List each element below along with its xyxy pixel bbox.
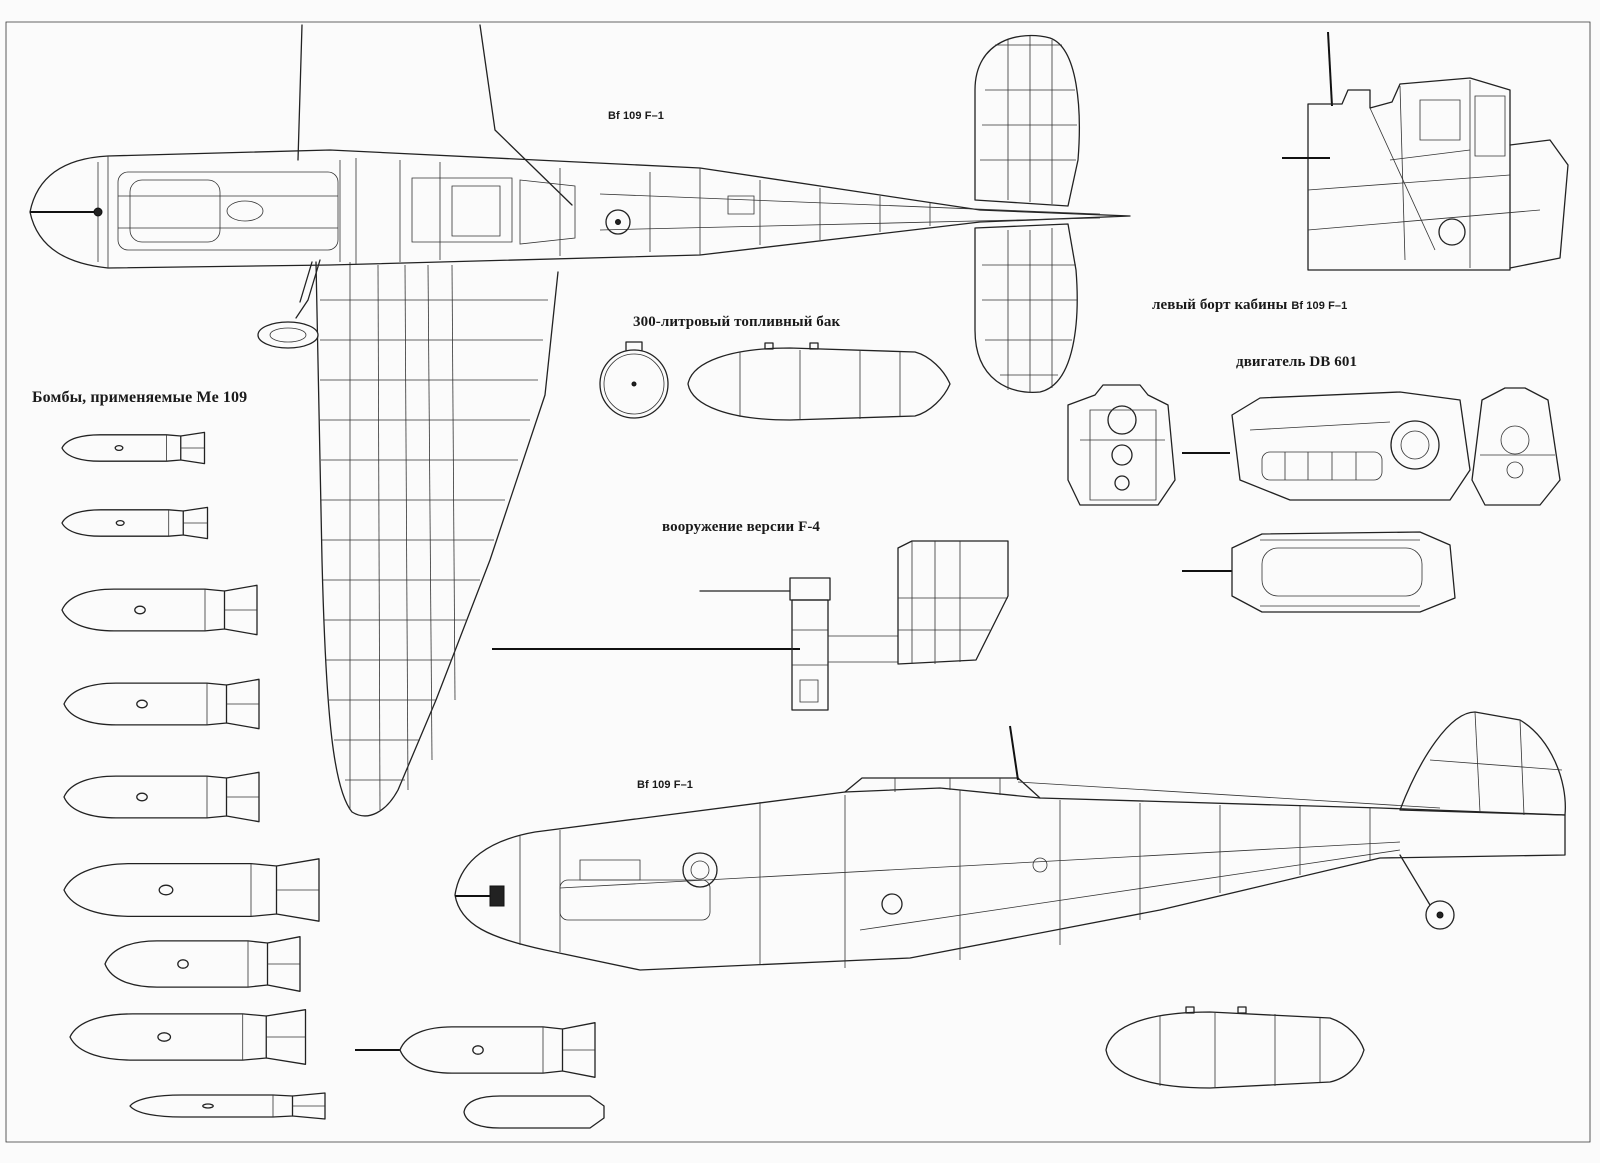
cockpit-label: левый борт кабины Bf 109 F–1 <box>1152 296 1347 315</box>
top-view-label: Bf 109 F–1 <box>608 110 665 122</box>
armament-label: вооружение версии F-4 <box>662 519 821 535</box>
bombs-drawing <box>61 431 604 1128</box>
armament-drawing <box>492 541 1008 710</box>
cockpit-label-text: левый борт кабины <box>1152 297 1288 313</box>
side-view-label: Bf 109 F–1 <box>637 779 694 791</box>
engine-label: двигатель DB 601 <box>1236 354 1358 370</box>
fuel-tank-drawing <box>600 342 950 420</box>
engine-drawing <box>1068 385 1560 612</box>
bombs-label: Бомбы, применяемые Me 109 <box>32 389 248 406</box>
top-view-drawing <box>30 25 1130 816</box>
side-view-drawing <box>455 712 1565 970</box>
fuel-tank-label: 300-литровый топливный бак <box>633 314 841 330</box>
cockpit-drawing <box>1282 32 1568 270</box>
cockpit-model-label: Bf 109 F–1 <box>1291 300 1348 312</box>
drop-tank-drawing <box>1106 1007 1364 1088</box>
